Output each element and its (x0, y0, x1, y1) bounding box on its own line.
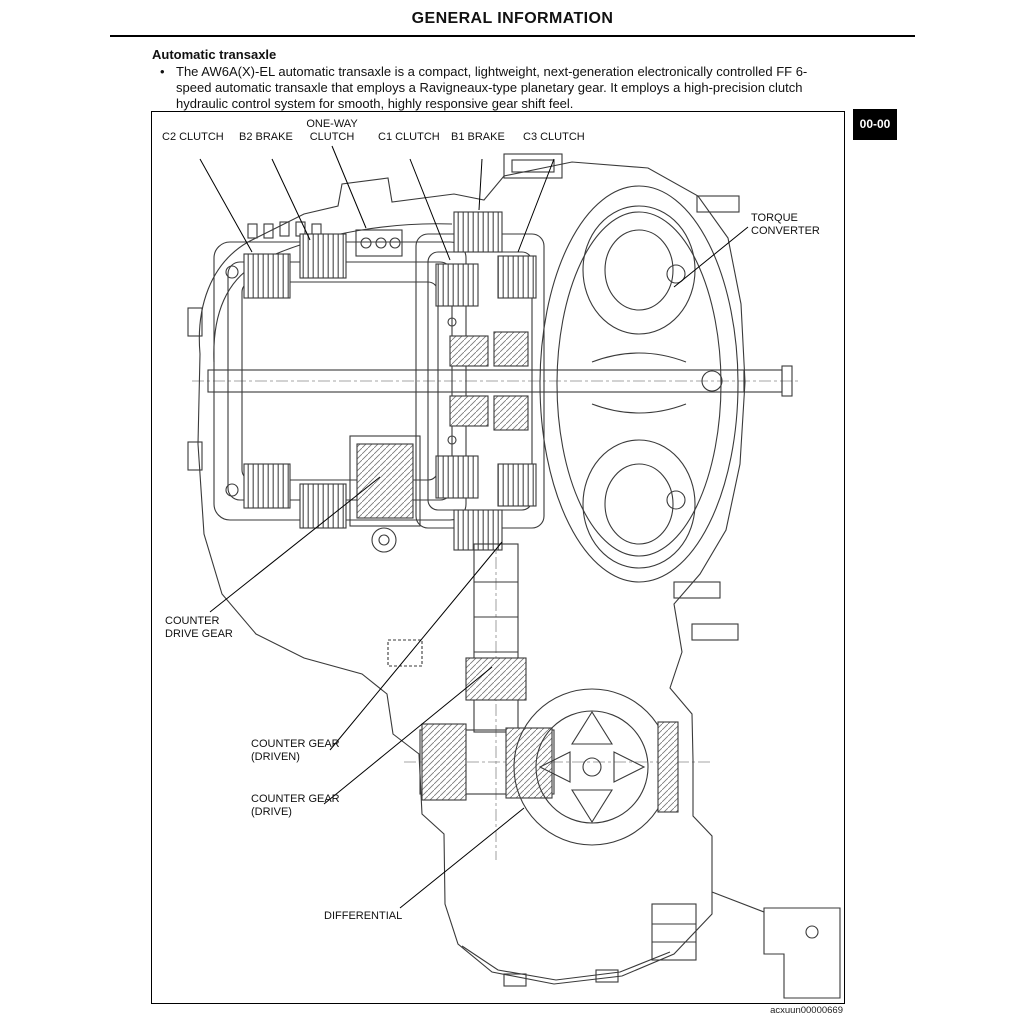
right-shaft-stubs (673, 195, 740, 641)
leader-line-b2-brake (271, 158, 311, 241)
leader-line-b1-brake (478, 158, 483, 211)
torque-converter-drawing (539, 185, 739, 583)
brake-pack-b2 (299, 233, 347, 279)
intro-text-block: Automatic transaxle • The AW6A(X)-EL aut… (152, 47, 842, 112)
page-title: GENERAL INFORMATION (411, 10, 614, 27)
transaxle-cross-section-diagram (187, 145, 841, 999)
leader-line-c3-clutch (517, 158, 555, 253)
brake-pack-b1 (453, 211, 503, 253)
counter-drive-gear-drawing (349, 435, 421, 553)
centerlines (192, 380, 800, 860)
transaxle-figure: C2 CLUTCH B2 BRAKE ONE-WAY CLUTCH C1 CLU… (151, 111, 845, 1004)
label-c1-clutch: C1 CLUTCH (378, 131, 440, 143)
leader-line-c1-clutch (409, 158, 451, 261)
leader-line-differential (399, 807, 525, 909)
counter-shaft-assembly (419, 723, 555, 801)
counter-gear-driven-drawing (421, 723, 467, 801)
bottom-flange (461, 945, 671, 987)
planetary-gear-set (449, 331, 529, 431)
label-counter-gear-driven: COUNTER GEAR (DRIVEN) (251, 738, 340, 763)
left-mount-tabs (187, 307, 203, 471)
clutch-pack-c2 (243, 253, 291, 299)
ring-gear (657, 721, 679, 813)
differential-drawing (513, 688, 679, 846)
clutch-packs-upper (243, 211, 537, 307)
main-shaft (207, 365, 793, 397)
dashed-detail (387, 639, 423, 667)
leader-line-one-way-clutch (331, 145, 367, 229)
label-c3-clutch: C3 CLUTCH (523, 131, 585, 143)
leader-line-c2-clutch (199, 158, 253, 253)
label-b1-brake: B1 BRAKE (451, 131, 505, 143)
leader-line-counter-drive-gear (209, 476, 381, 613)
section-number-tab: 00-00 (853, 109, 897, 140)
bearings (225, 265, 723, 497)
label-c2-clutch: C2 CLUTCH (162, 131, 224, 143)
leader-line-torque-converter (673, 226, 749, 288)
leader-line-counter-gear-driven (329, 541, 503, 751)
bullet-marker: • (160, 64, 165, 79)
cv-joint (651, 903, 697, 961)
leader-line-counter-gear-drive (323, 666, 493, 805)
leader-lines (199, 145, 749, 909)
label-counter-gear-drive: COUNTER GEAR (DRIVE) (251, 793, 340, 818)
clutch-pack-c3 (497, 255, 537, 299)
clutch-pack-c1 (435, 263, 479, 307)
housing-inner-contour (261, 223, 453, 261)
mount-bracket (711, 891, 841, 999)
clutch-packs-lower (243, 455, 537, 551)
label-b2-brake: B2 BRAKE (239, 131, 293, 143)
label-one-way-clutch: ONE-WAY CLUTCH (306, 118, 358, 143)
label-differential: DIFFERENTIAL (324, 910, 403, 922)
label-torque-converter: TORQUE CONVERTER (751, 212, 820, 237)
one-way-clutch-drawing (355, 229, 403, 257)
figure-reference-code: acxuun00000669 (770, 1005, 843, 1016)
page-header: GENERAL INFORMATION (110, 10, 915, 37)
counter-gear-drive-drawing (465, 657, 527, 701)
section-heading: Automatic transaxle (152, 47, 277, 62)
top-bolt-boss (503, 153, 563, 179)
vertical-gear-shaft (465, 543, 527, 733)
bullet-text: The AW6A(X)-EL automatic transaxle is a … (176, 64, 808, 111)
label-counter-drive-gear: COUNTER DRIVE GEAR (165, 615, 233, 640)
bullet-item: • The AW6A(X)-EL automatic transaxle is … (152, 64, 842, 112)
